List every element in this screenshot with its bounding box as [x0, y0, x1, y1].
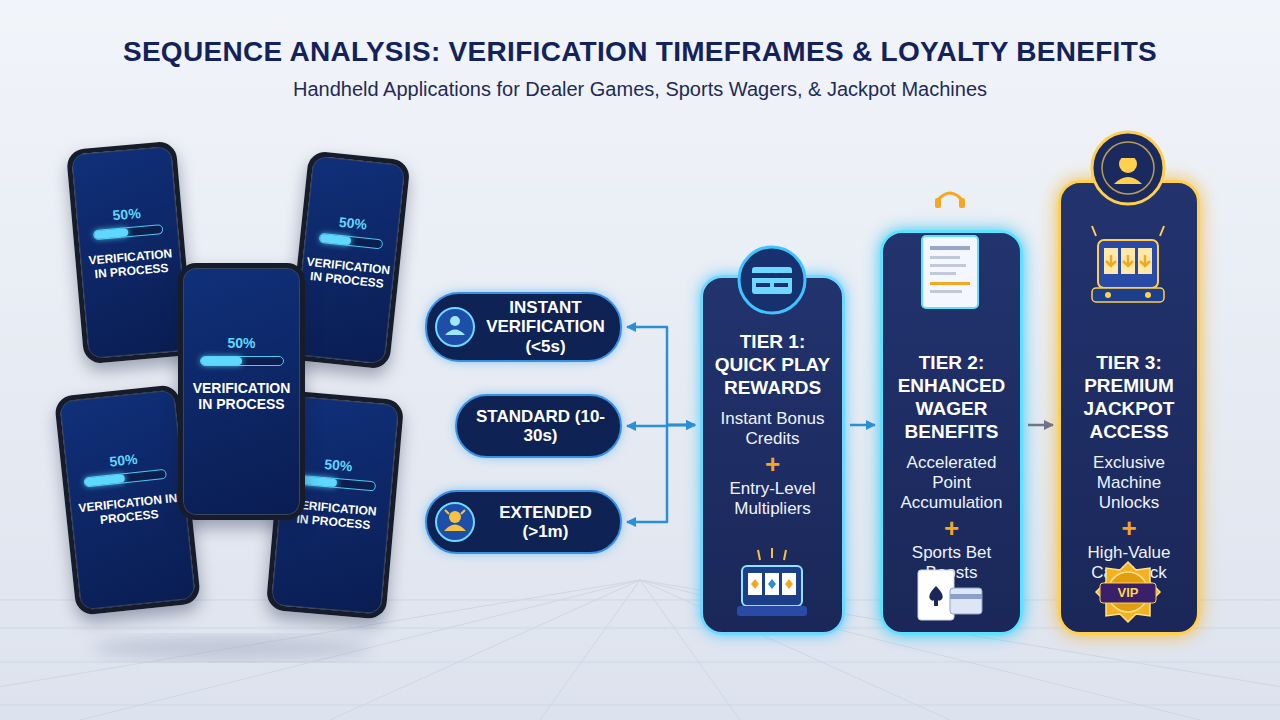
tier-card: TIER 2: ENHANCED WAGER BENEFITS Accelerat…: [880, 230, 1023, 635]
progress-bar: [93, 224, 164, 240]
tier-card: TIER 1: QUICK PLAY REWARDS Instant Bonus …: [700, 275, 845, 635]
plus-sign: +: [891, 513, 1012, 543]
phone-screen: 50% VERIFICATION IN PROCESS: [287, 150, 410, 370]
tier2-ticket-part: [938, 193, 962, 200]
status-text: VERIFICATION IN PROCESS: [86, 247, 176, 282]
timeframe-pill: STANDARD (10-30s): [455, 394, 622, 458]
progress-percent: 50%: [324, 456, 353, 474]
progress-percent: 50%: [338, 214, 368, 233]
tier2-ticket-part: [935, 198, 941, 208]
benefit-text: Accelerated Point Accumulation: [891, 453, 1012, 513]
benefit-text: Sports Bet Boosts: [891, 543, 1012, 583]
benefit-text: Exclusive Machine Unlocks: [1069, 453, 1189, 513]
tier-heading: TIER 1: QUICK PLAY REWARDS: [711, 330, 834, 399]
status-text: VERIFICATION IN PROCESS: [304, 256, 390, 292]
progress-fill: [85, 474, 126, 486]
progress-bar: [84, 469, 167, 488]
progress-percent: 50%: [109, 451, 139, 470]
progress-fill: [94, 228, 129, 239]
benefit-text: Instant Bonus Credits: [711, 409, 834, 449]
floor-grid-part: [540, 580, 640, 720]
badge-text: VIP: [1100, 583, 1156, 603]
tier2-ticket-part: [959, 198, 965, 208]
connector-arrow: [627, 425, 695, 522]
benefit-text: High-Value Cashback: [1069, 543, 1189, 583]
progress-bar: [297, 475, 376, 492]
tier-card: TIER 3: PREMIUM JACKPOT ACCESS Exclusive …: [1058, 180, 1200, 635]
plus-sign: +: [1069, 513, 1189, 543]
progress-bar: [200, 356, 284, 366]
timeframe-label: INSTANT VERIFICATION (<5s): [479, 298, 612, 355]
connector-arrow: [627, 327, 695, 425]
connector-arrow: [850, 424, 875, 427]
progress-fill: [320, 234, 352, 245]
plus-sign: +: [711, 449, 834, 479]
status-text: VERIFICATION IN PROCESS: [76, 492, 181, 530]
progress-percent: 50%: [227, 335, 255, 351]
floor-grid-part: [0, 705, 1280, 706]
phone-shadow: [92, 636, 372, 660]
tier3-icon-part: [1119, 153, 1137, 158]
tier-heading: TIER 2: ENHANCED WAGER BENEFITS: [891, 351, 1012, 443]
subtitle: Handheld Applications for Dealer Games, …: [0, 78, 1280, 101]
status-text: VERIFICATION IN PROCESS: [189, 380, 294, 412]
floor-grid-part: [0, 662, 1280, 663]
progress-percent: 50%: [112, 205, 141, 223]
timeframe-pill: EXTENDED (>1m): [425, 490, 622, 554]
diagram-title: SEQUENCE ANALYSIS: VERIFICATION TIMEFRAM…: [0, 36, 1280, 68]
tier3-icon-part: [1119, 155, 1137, 173]
connector-arrow: [627, 425, 695, 426]
tier-heading: TIER 3: PREMIUM JACKPOT ACCESS: [1069, 351, 1189, 443]
benefit-text: Entry-Level Multipliers: [711, 479, 834, 519]
timeframe-pill: INSTANT VERIFICATION (<5s): [425, 292, 622, 362]
progress-bar: [319, 233, 384, 250]
phone-screen: 50% VERIFICATION IN PROCESS: [178, 263, 305, 520]
progress-fill: [201, 357, 242, 365]
phone-screen: 50% VERIFICATION IN PROCESS: [66, 141, 194, 365]
timeframe-label: STANDARD (10-30s): [469, 407, 612, 445]
connector-arrow: [1028, 424, 1053, 427]
timeframe-label: EXTENDED (>1m): [479, 503, 612, 541]
